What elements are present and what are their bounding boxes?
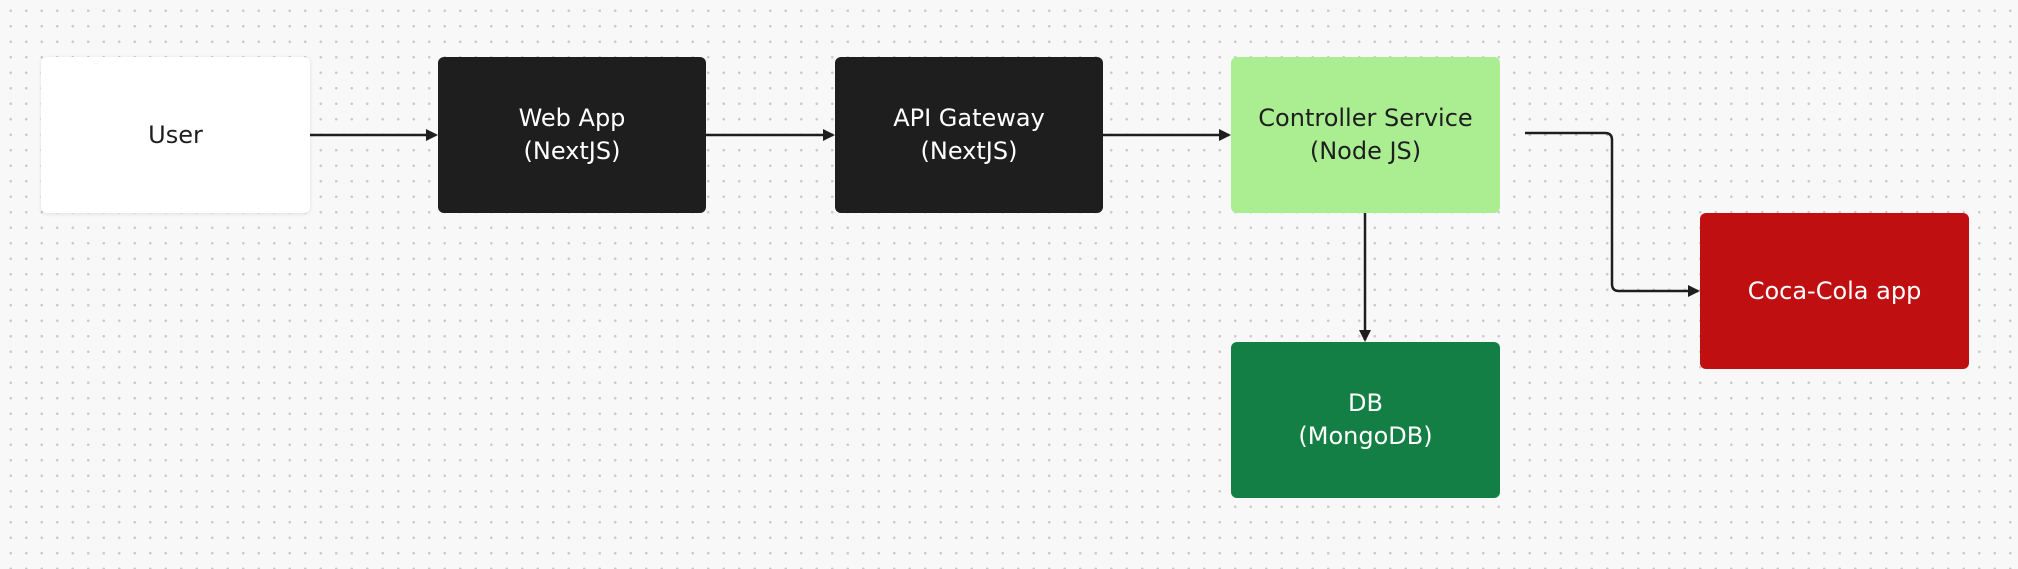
node-api-gateway-tech: (NextJS) xyxy=(920,137,1018,165)
node-db-tech: (MongoDB) xyxy=(1298,422,1433,450)
node-web-app-title: Web App xyxy=(518,104,626,132)
node-db-title: DB xyxy=(1348,389,1383,417)
node-web-app-tech: (NextJS) xyxy=(523,137,621,165)
edge-controller-to-coca[interactable] xyxy=(1525,131,1700,297)
node-controller-service[interactable]: Controller Service (Node JS) xyxy=(1231,57,1500,213)
node-user[interactable]: User xyxy=(41,57,310,213)
node-user-label: User xyxy=(148,120,203,149)
node-controller-service-title: Controller Service xyxy=(1258,104,1473,132)
node-db[interactable]: DB (MongoDB) xyxy=(1231,342,1500,498)
node-api-gateway[interactable]: API Gateway (NextJS) xyxy=(835,57,1103,213)
node-coca-cola-app-label: Coca-Cola app xyxy=(1747,276,1922,305)
node-controller-service-tech: (Node JS) xyxy=(1309,137,1422,165)
node-web-app[interactable]: Web App (NextJS) xyxy=(438,57,706,213)
node-api-gateway-title: API Gateway xyxy=(893,104,1045,132)
node-coca-cola-app[interactable]: Coca-Cola app xyxy=(1700,213,1969,369)
